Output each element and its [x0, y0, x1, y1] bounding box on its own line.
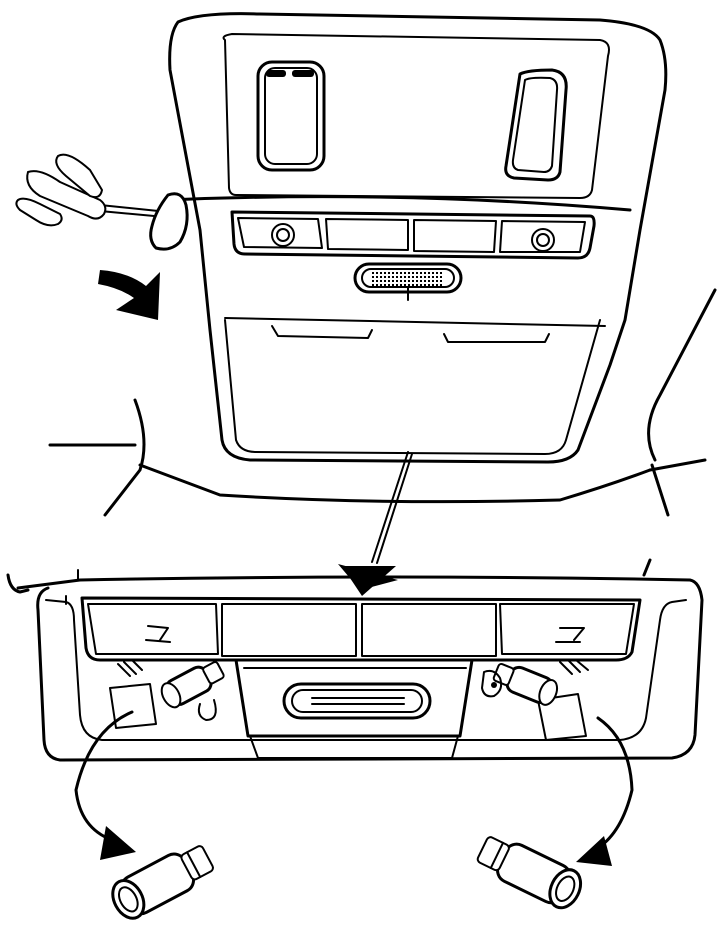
- upper-map-lens-left: [256, 60, 326, 172]
- screwdriver-icon: [99, 192, 189, 251]
- left-bulb-socket: [109, 659, 225, 729]
- lower-switch-bar: [80, 596, 642, 662]
- wedge-bulb-icon: [111, 845, 214, 920]
- upper-lens-tabs: [271, 325, 550, 343]
- upper-switch-bar: [230, 210, 596, 260]
- vent-slots: [311, 697, 405, 705]
- headliner-outline: [48, 288, 717, 517]
- hand-fingers: [15, 153, 107, 227]
- curved-arrow-icon: [98, 270, 160, 320]
- lower-console-frame: [6, 558, 704, 762]
- upper-console-housing: [166, 12, 668, 464]
- lower-center-module: [234, 658, 474, 759]
- right-bulb-socket: [481, 659, 589, 741]
- upper-center-vent: [353, 262, 463, 301]
- curved-arrow-icon: [74, 710, 634, 866]
- arrow-down-icon: [338, 451, 413, 596]
- upper-map-lens-right: [504, 68, 568, 182]
- wedge-bulb-icon: [476, 836, 583, 910]
